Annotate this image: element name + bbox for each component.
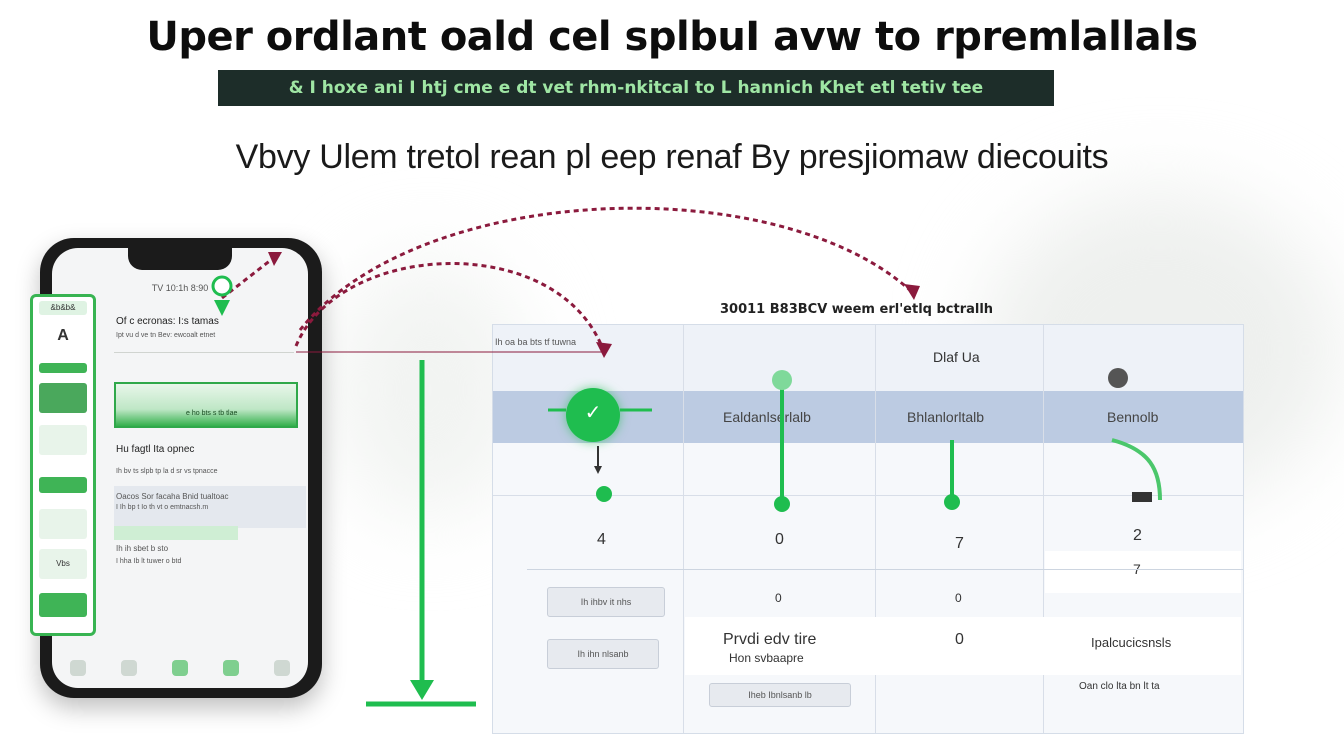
list-item-title[interactable]: Of c ecronas: I:s tamas [116, 316, 219, 327]
action-button[interactable]: Iheb Ibnlsanb lb [709, 683, 851, 707]
banner-label: e ho bts s tb tlae [186, 410, 238, 417]
action-button[interactable]: Ih ihbv it nhs [547, 587, 665, 617]
arrow-head [268, 252, 282, 266]
down-arrow-head [594, 466, 602, 474]
list-item-sub: Ipt vu d ve tn Bev: ewcoalt etnet [116, 332, 216, 339]
tagline: Vbvy Ulem tretol rean pl eep renaf By pr… [235, 138, 1109, 176]
table-cell: 7 [955, 535, 964, 552]
table-cell: Oan clo lta bn lt ta [1079, 681, 1160, 692]
table-cell: 2 [1133, 527, 1142, 544]
green-marker [774, 496, 790, 512]
app-sidebar: &b&b& A Vbs [30, 294, 96, 636]
action-button[interactable]: Ih ihn nlsanb [547, 639, 659, 669]
list-item-sub: Ih bv ts slpb tp la d sr vs tpnacce [116, 468, 218, 475]
table-hint: Ih oa ba bts tf tuwna [495, 337, 577, 347]
location-pin-icon [214, 300, 230, 316]
column-divider [875, 325, 876, 733]
list-item-highlight[interactable] [114, 486, 306, 528]
table-cell: 0 [955, 591, 962, 605]
arrow-path [294, 262, 606, 353]
green-marker [596, 486, 612, 502]
green-marker [772, 370, 792, 390]
sidebar-item[interactable]: &b&b& [39, 301, 87, 315]
column-header: Bhlanlorltalb [907, 409, 985, 425]
highlight-cell [1045, 551, 1241, 593]
table-cell: Ipalcucicsnsls [1091, 635, 1172, 650]
list-item-sub: I hha Ib lt tuwer o btd [116, 558, 182, 565]
sidebar-item[interactable] [39, 509, 87, 539]
phone-notch [128, 248, 232, 270]
column-divider [683, 325, 684, 733]
status-bar: TV 10:1h 8:90 [151, 283, 209, 293]
page-title: Uper ordlant oald cel splbuI avw to rpre… [146, 14, 1198, 60]
dark-marker [1108, 368, 1128, 388]
row-divider [493, 495, 1243, 496]
app-content: Of c ecronas: I:s tamas Ipt vu d ve tn B… [110, 308, 306, 648]
location-pin-icon [211, 275, 233, 297]
phone-dock [52, 648, 308, 688]
check-icon[interactable]: ✓ [566, 388, 620, 442]
list-item-title[interactable]: Hu fagtl Ita opnec [116, 444, 195, 455]
table-cell-sub: Hon svbaapre [729, 651, 804, 665]
table-top-label: Dlaf Ua [933, 349, 980, 365]
list-item-sub: I Ih bp t Io th vt o emtnacsh.m [116, 504, 209, 511]
dock-icon[interactable] [274, 660, 291, 676]
sidebar-item[interactable] [39, 383, 87, 413]
highlight-row [685, 617, 1241, 675]
row-divider [527, 569, 1243, 570]
dock-icon[interactable] [223, 660, 240, 676]
table-cell: Prvdi edv tire [723, 631, 817, 648]
sidebar-item[interactable] [39, 593, 87, 617]
arrow-head [904, 284, 920, 300]
column-header: Ealdanlserlalb [723, 409, 811, 425]
table-cell: 4 [597, 531, 606, 548]
dock-icon[interactable] [171, 660, 188, 676]
chart-banner[interactable]: e ho bts s tb tlae [114, 382, 298, 428]
selected-row[interactable] [114, 526, 238, 540]
arrow-head [596, 342, 612, 358]
sidebar-item[interactable]: A [57, 327, 69, 344]
green-arrow-head [410, 680, 434, 700]
dark-marker [1132, 492, 1152, 502]
dock-icon[interactable] [69, 660, 86, 676]
comparison-table: Ih oa ba bts tf tuwna Dlaf Ua Ealdanlser… [492, 324, 1244, 734]
column-header: Bennolb [1107, 409, 1159, 425]
column-divider [1043, 325, 1044, 733]
arrow-path [298, 206, 914, 331]
divider [114, 352, 294, 353]
dock-icon[interactable] [120, 660, 137, 676]
phone-mockup: TV 10:1h 8:90 Of c ecronas: I:s tamas Ip… [30, 238, 322, 698]
table-cell: 0 [775, 591, 782, 605]
sidebar-item[interactable] [39, 425, 87, 455]
sidebar-item[interactable] [39, 363, 87, 373]
green-curve [1111, 438, 1162, 501]
sidebar-item[interactable]: Vbs [39, 549, 87, 579]
table-cell: 0 [775, 531, 784, 548]
subtitle-banner: & I hoxe ani I htj cme e dt vet rhm-nkit… [218, 70, 1054, 106]
table-title: 30011 B83BCV weem erl'etlq bctrallh [720, 302, 994, 317]
list-item-title: Ih ih sbet b sto [116, 544, 169, 553]
green-marker [944, 494, 960, 510]
table-cell: 0 [955, 631, 964, 648]
list-item-title: Oacos Sor facaha Bnid tualtoac [116, 492, 229, 501]
sidebar-item[interactable] [39, 477, 87, 493]
